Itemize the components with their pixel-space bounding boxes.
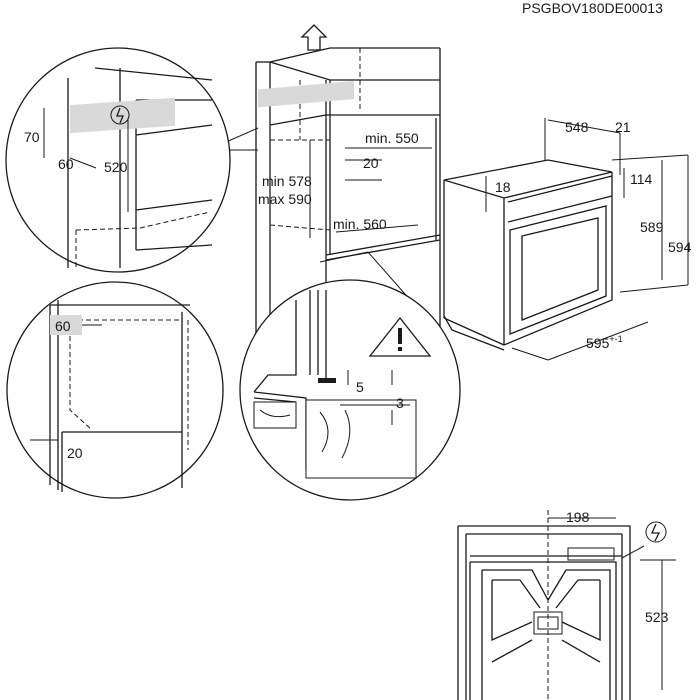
dim-523: 523 <box>645 609 669 625</box>
top-view-drawing: 198 523 <box>457 509 676 700</box>
dim-20: 20 <box>363 155 379 171</box>
dim-20-left: 20 <box>67 445 83 461</box>
dim-595: 595+-1 <box>586 334 623 351</box>
dim-198: 198 <box>566 509 590 525</box>
warning-triangle-icon <box>368 316 432 357</box>
dim-5: 5 <box>356 379 364 395</box>
dim-3: 3 <box>396 395 404 411</box>
cabinet-drawing: min. 550 20 min 578 max 590 min. 560 <box>255 24 441 345</box>
dim-114: 114 <box>630 171 653 187</box>
dim-min-578: min 578 <box>262 173 312 189</box>
dim-60-left: 60 <box>55 318 71 334</box>
dim-60-top: 60 <box>58 156 74 172</box>
dim-589: 589 <box>640 219 664 235</box>
detail-bottom: 5 3 <box>239 251 461 501</box>
dim-520: 520 <box>104 159 128 175</box>
dim-18: 18 <box>495 179 511 195</box>
dim-594: 594 <box>668 239 692 255</box>
dim-548: 548 <box>565 119 589 135</box>
dim-21: 21 <box>615 119 631 135</box>
oven-drawing: 548 21 18 114 589 594 595+-1 <box>443 118 692 361</box>
detail-top-left: 70 60 520 <box>5 47 259 273</box>
dim-max-590: max 590 <box>258 191 312 207</box>
arrow-up-icon <box>300 24 328 51</box>
dim-min-550: min. 550 <box>365 130 419 146</box>
dim-min-560: min. 560 <box>333 216 387 232</box>
dim-70: 70 <box>24 129 40 145</box>
electric-hazard-icon <box>645 521 667 543</box>
detail-left: 60 20 <box>6 281 224 499</box>
document-code: PSGBOV180DE00013 <box>522 0 663 16</box>
